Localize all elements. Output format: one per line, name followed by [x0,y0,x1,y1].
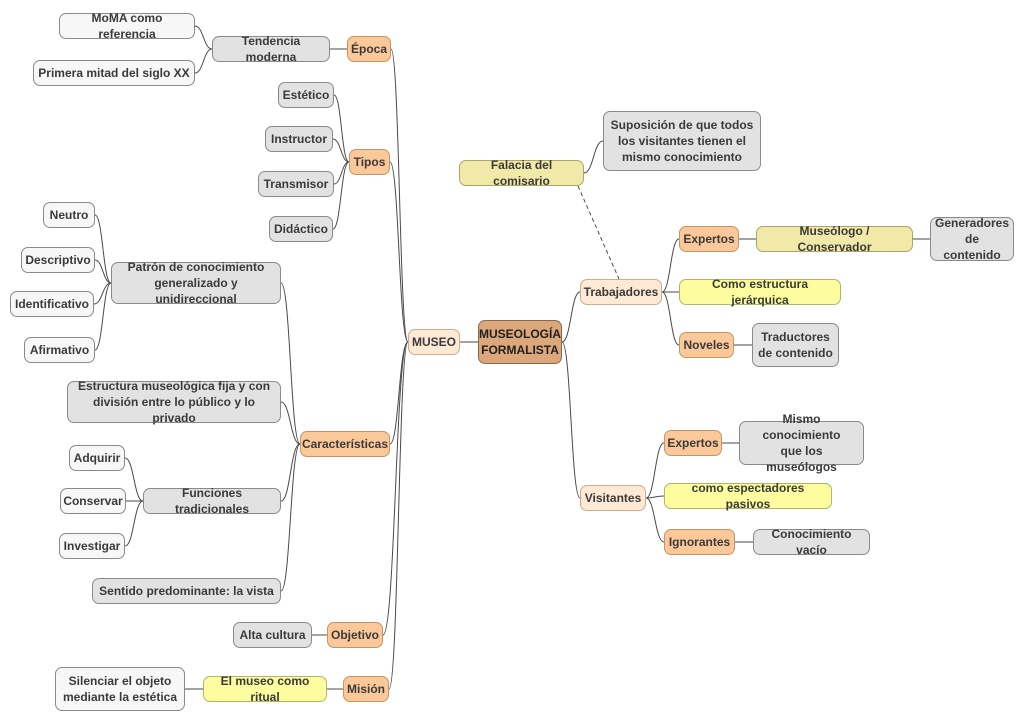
alta-cultura-node[interactable]: Alta cultura [233,622,312,648]
falacia-comisario-node[interactable]: Falacia del comisario [459,158,584,188]
patron-descriptivo-node[interactable]: Descriptivo [21,247,95,273]
mision-node[interactable]: Misión [343,676,389,702]
suposicion-node[interactable]: Suposición de que todos los visitantes t… [603,111,761,171]
patron-conocimiento-node[interactable]: Patrón de conocimiento generalizado y un… [111,260,281,306]
primera-mitad-node[interactable]: Primera mitad del siglo XX [33,60,195,86]
estructura-museologica-node[interactable]: Estructura museológica fija y con divisi… [67,379,281,425]
center-node[interactable]: MUSEOLOGÍA FORMALISTA [478,320,562,364]
museo-node[interactable]: MUSEO [408,329,460,355]
sentido-vista-node[interactable]: Sentido predominante: la vista [92,578,281,604]
silenciar-objeto-node[interactable]: Silenciar el objeto mediante la estética [55,667,185,711]
conocimiento-vacio-node[interactable]: Conocimiento vacío [753,527,870,557]
patron-neutro-node[interactable]: Neutro [43,202,95,228]
epoca-node[interactable]: Época [347,36,391,62]
tipo-didactico-node[interactable]: Didáctico [269,216,333,242]
visitantes-expertos-node[interactable]: Expertos [664,430,722,456]
funciones-tradicionales-node[interactable]: Funciones tradicionales [143,486,281,516]
funcion-investigar-node[interactable]: Investigar [59,533,125,559]
patron-afirmativo-node[interactable]: Afirmativo [24,337,95,363]
tipo-transmisor-node[interactable]: Transmisor [258,171,334,197]
funcion-adquirir-node[interactable]: Adquirir [69,445,125,471]
visitantes-node[interactable]: Visitantes [580,485,646,511]
caracteristicas-node[interactable]: Características [300,431,390,457]
trabajadores-expertos-node[interactable]: Expertos [679,226,739,252]
trabajadores-node[interactable]: Trabajadores [580,279,662,305]
tipos-node[interactable]: Tipos [349,149,390,175]
noveles-node[interactable]: Noveles [679,332,734,358]
funcion-conservar-node[interactable]: Conservar [60,488,126,514]
traductores-contenido-node[interactable]: Traductores de contenido [752,323,839,367]
objetivo-node[interactable]: Objetivo [327,622,383,648]
ignorantes-node[interactable]: Ignorantes [664,529,735,555]
generadores-contenido-node[interactable]: Generadores de contenido [930,216,1014,262]
tipo-estetico-node[interactable]: Estético [278,82,334,108]
mismo-conocimiento-node[interactable]: Mismo conocimiento que los museólogos [739,412,864,474]
museologo-conservador-node[interactable]: Museólogo / Conservador [756,224,913,254]
patron-identificativo-node[interactable]: Identificativo [10,291,94,317]
espectadores-pasivos-node[interactable]: como espectadores pasivos [664,481,832,511]
tipo-instructor-node[interactable]: Instructor [265,126,333,152]
tendencia-moderna-node[interactable]: Tendencia moderna [212,34,330,64]
museo-ritual-node[interactable]: El museo como ritual [203,674,327,704]
moma-node[interactable]: MoMA como referencia [59,11,195,41]
estructura-jerarquica-node[interactable]: Como estructura jerárquica [679,277,841,307]
